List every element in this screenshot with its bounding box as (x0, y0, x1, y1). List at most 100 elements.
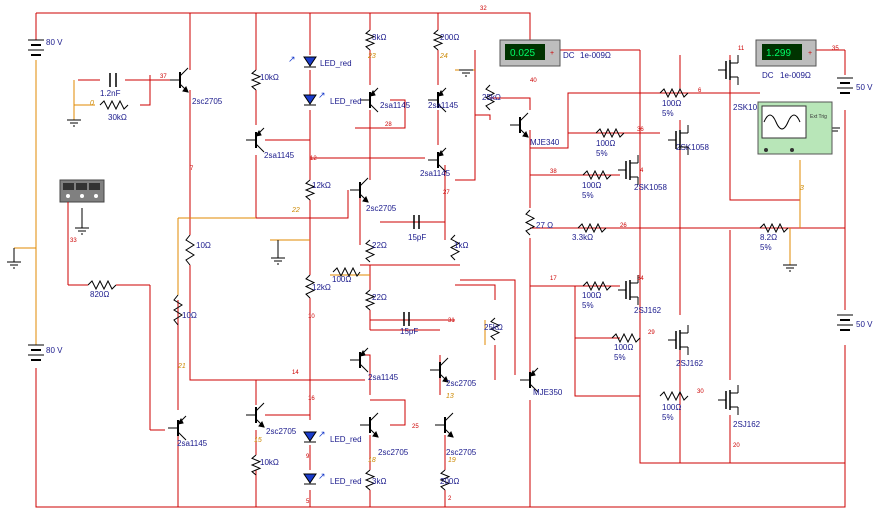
net-label: 34 (637, 276, 644, 282)
label-q-2sa-bot2: 2sa1145 (368, 373, 399, 382)
net-label: 26 (620, 223, 627, 229)
net-label: 13 (446, 393, 454, 400)
input-cap-label: 1.2nF (100, 89, 121, 98)
label-r-100-mid: 100Ω (332, 275, 351, 284)
function-generator[interactable] (59, 179, 105, 203)
gate-resistor-labels: 100Ω 5% 100Ω 5% 100Ω 5% 100Ω 5% 100Ω 5% … (582, 99, 681, 422)
label-mje340: MJE340 (530, 138, 560, 147)
npn-transistor-icon (430, 357, 449, 383)
mosfet-group (618, 55, 739, 415)
label-r-200-top: 200Ω (440, 33, 459, 42)
gate-res-label: 100Ω (614, 343, 633, 352)
npn-transistor-icon (510, 112, 529, 138)
led-1: ↗ LED_red (288, 54, 352, 68)
net-label: 3 (800, 185, 804, 192)
label-q-2sa-c: 2sa1145 (428, 101, 459, 110)
cap-label: 15pF (400, 327, 418, 336)
res-820: 820Ω (67, 202, 165, 431)
net-label: 32 (480, 6, 487, 12)
resistor-icon (304, 179, 316, 201)
gate-res-label: 100Ω (582, 291, 601, 300)
net-label: 10 (308, 314, 315, 320)
oscilloscope[interactable]: Ext Trig (757, 101, 833, 155)
net-label: 0 (90, 100, 94, 107)
net-label: 23 (367, 53, 376, 60)
gate-res-tol: 5% (582, 301, 594, 310)
net-label: 18 (368, 457, 376, 464)
bjt-group (168, 67, 539, 441)
net-label: 9 (306, 454, 310, 460)
label-r-10-b: 10Ω (182, 311, 197, 320)
label-q-2sc-bot-b: 2sc2705 (446, 379, 477, 388)
gate-res-tol: 5% (662, 413, 674, 422)
cap-15p-b: 15pF (400, 312, 418, 336)
led-label: LED_red (330, 435, 362, 444)
label-r-3-3k: 3.3kΩ (572, 233, 593, 242)
led-label: LED_red (330, 97, 362, 106)
mosfet-icon (668, 325, 689, 355)
net-label: 11 (738, 46, 745, 52)
mosfet-icon (718, 55, 739, 85)
net-label: 36 (637, 127, 644, 133)
net-label: 35 (832, 46, 839, 52)
label-q-2sa-a: 2sa1145 (264, 151, 295, 160)
net-label: 16 (308, 396, 315, 402)
label-r-25k-top: 25kΩ (482, 93, 501, 102)
label-r-3k-top: 3kΩ (372, 33, 386, 42)
label-sj-a: 2SJ162 (634, 306, 662, 315)
label-sk-a: 2SK1058 (733, 103, 766, 112)
meter-plus-icon: + (808, 50, 812, 57)
meter-1[interactable]: 0.025 + DC 1e-009Ω (499, 39, 611, 67)
meter-2[interactable]: 1.299 + DC 1e-009Ω (755, 39, 817, 80)
supply-bottom-left: 80 V (28, 344, 63, 361)
led-label: LED_red (320, 59, 352, 68)
vertical-resistor-group (173, 29, 536, 491)
aux-wires (14, 60, 801, 345)
resistor-icon (432, 29, 444, 51)
label-r-10k-a: 10kΩ (260, 73, 279, 82)
net-label: 6 (698, 88, 702, 94)
net-label: 24 (439, 53, 448, 60)
meter-mode: DC (563, 51, 575, 60)
led-3: ↗ LED_red (303, 429, 362, 444)
npn-transistor-icon (435, 412, 454, 438)
gate-res-tol: 5% (662, 109, 674, 118)
net-label: 33 (70, 238, 77, 244)
meter-resistance: 1e-009Ω (780, 71, 811, 80)
led-arrow-icon: ↗ (318, 471, 326, 481)
resistor-icon (484, 84, 496, 111)
label-r-10k-b: 10kΩ (260, 458, 279, 467)
resistor-icon (250, 69, 262, 91)
resistor-icon (489, 317, 501, 341)
net-label: 37 (160, 74, 167, 80)
label-q-2sc-bot-d: 2sc2705 (446, 448, 477, 457)
net-label: 4 (640, 168, 644, 174)
net-label: 21 (177, 363, 186, 370)
label-r-10-a: 10Ω (196, 241, 211, 250)
resistor-icon (439, 469, 451, 491)
led-arrow-icon: ↗ (318, 429, 326, 439)
resistor-icon (304, 274, 316, 299)
label-r-25k-bot: 25kΩ (484, 323, 503, 332)
label-q-2sa-d: 2sa1145 (420, 169, 451, 178)
led-4: ↗ LED_red (303, 471, 362, 486)
net-label: 30 (697, 389, 704, 395)
label-sj-c: 2SJ162 (733, 420, 761, 429)
label-r-3k-bot: 3kΩ (372, 477, 386, 486)
net-label: 29 (648, 330, 655, 336)
pnp-transistor-icon (428, 87, 447, 113)
pnp-transistor-icon (428, 147, 447, 173)
label-sk-c: 2SK1058 (634, 183, 667, 192)
pnp-transistor-icon (246, 127, 265, 153)
meter-mode: DC (762, 71, 774, 80)
pnp-transistor-icon (360, 87, 379, 113)
supply-label: 50 V (856, 83, 873, 92)
scope-trig-label: Ext Trig (810, 114, 827, 120)
resistor-icon (364, 239, 376, 263)
input-res: 30kΩ (99, 99, 129, 122)
pnp-transistor-icon (168, 415, 187, 441)
gate-res-tol: 5% (614, 353, 626, 362)
led-arrow-icon: ↗ (318, 90, 326, 100)
npn-transistor-icon (360, 412, 379, 438)
net-label: 40 (530, 78, 537, 84)
